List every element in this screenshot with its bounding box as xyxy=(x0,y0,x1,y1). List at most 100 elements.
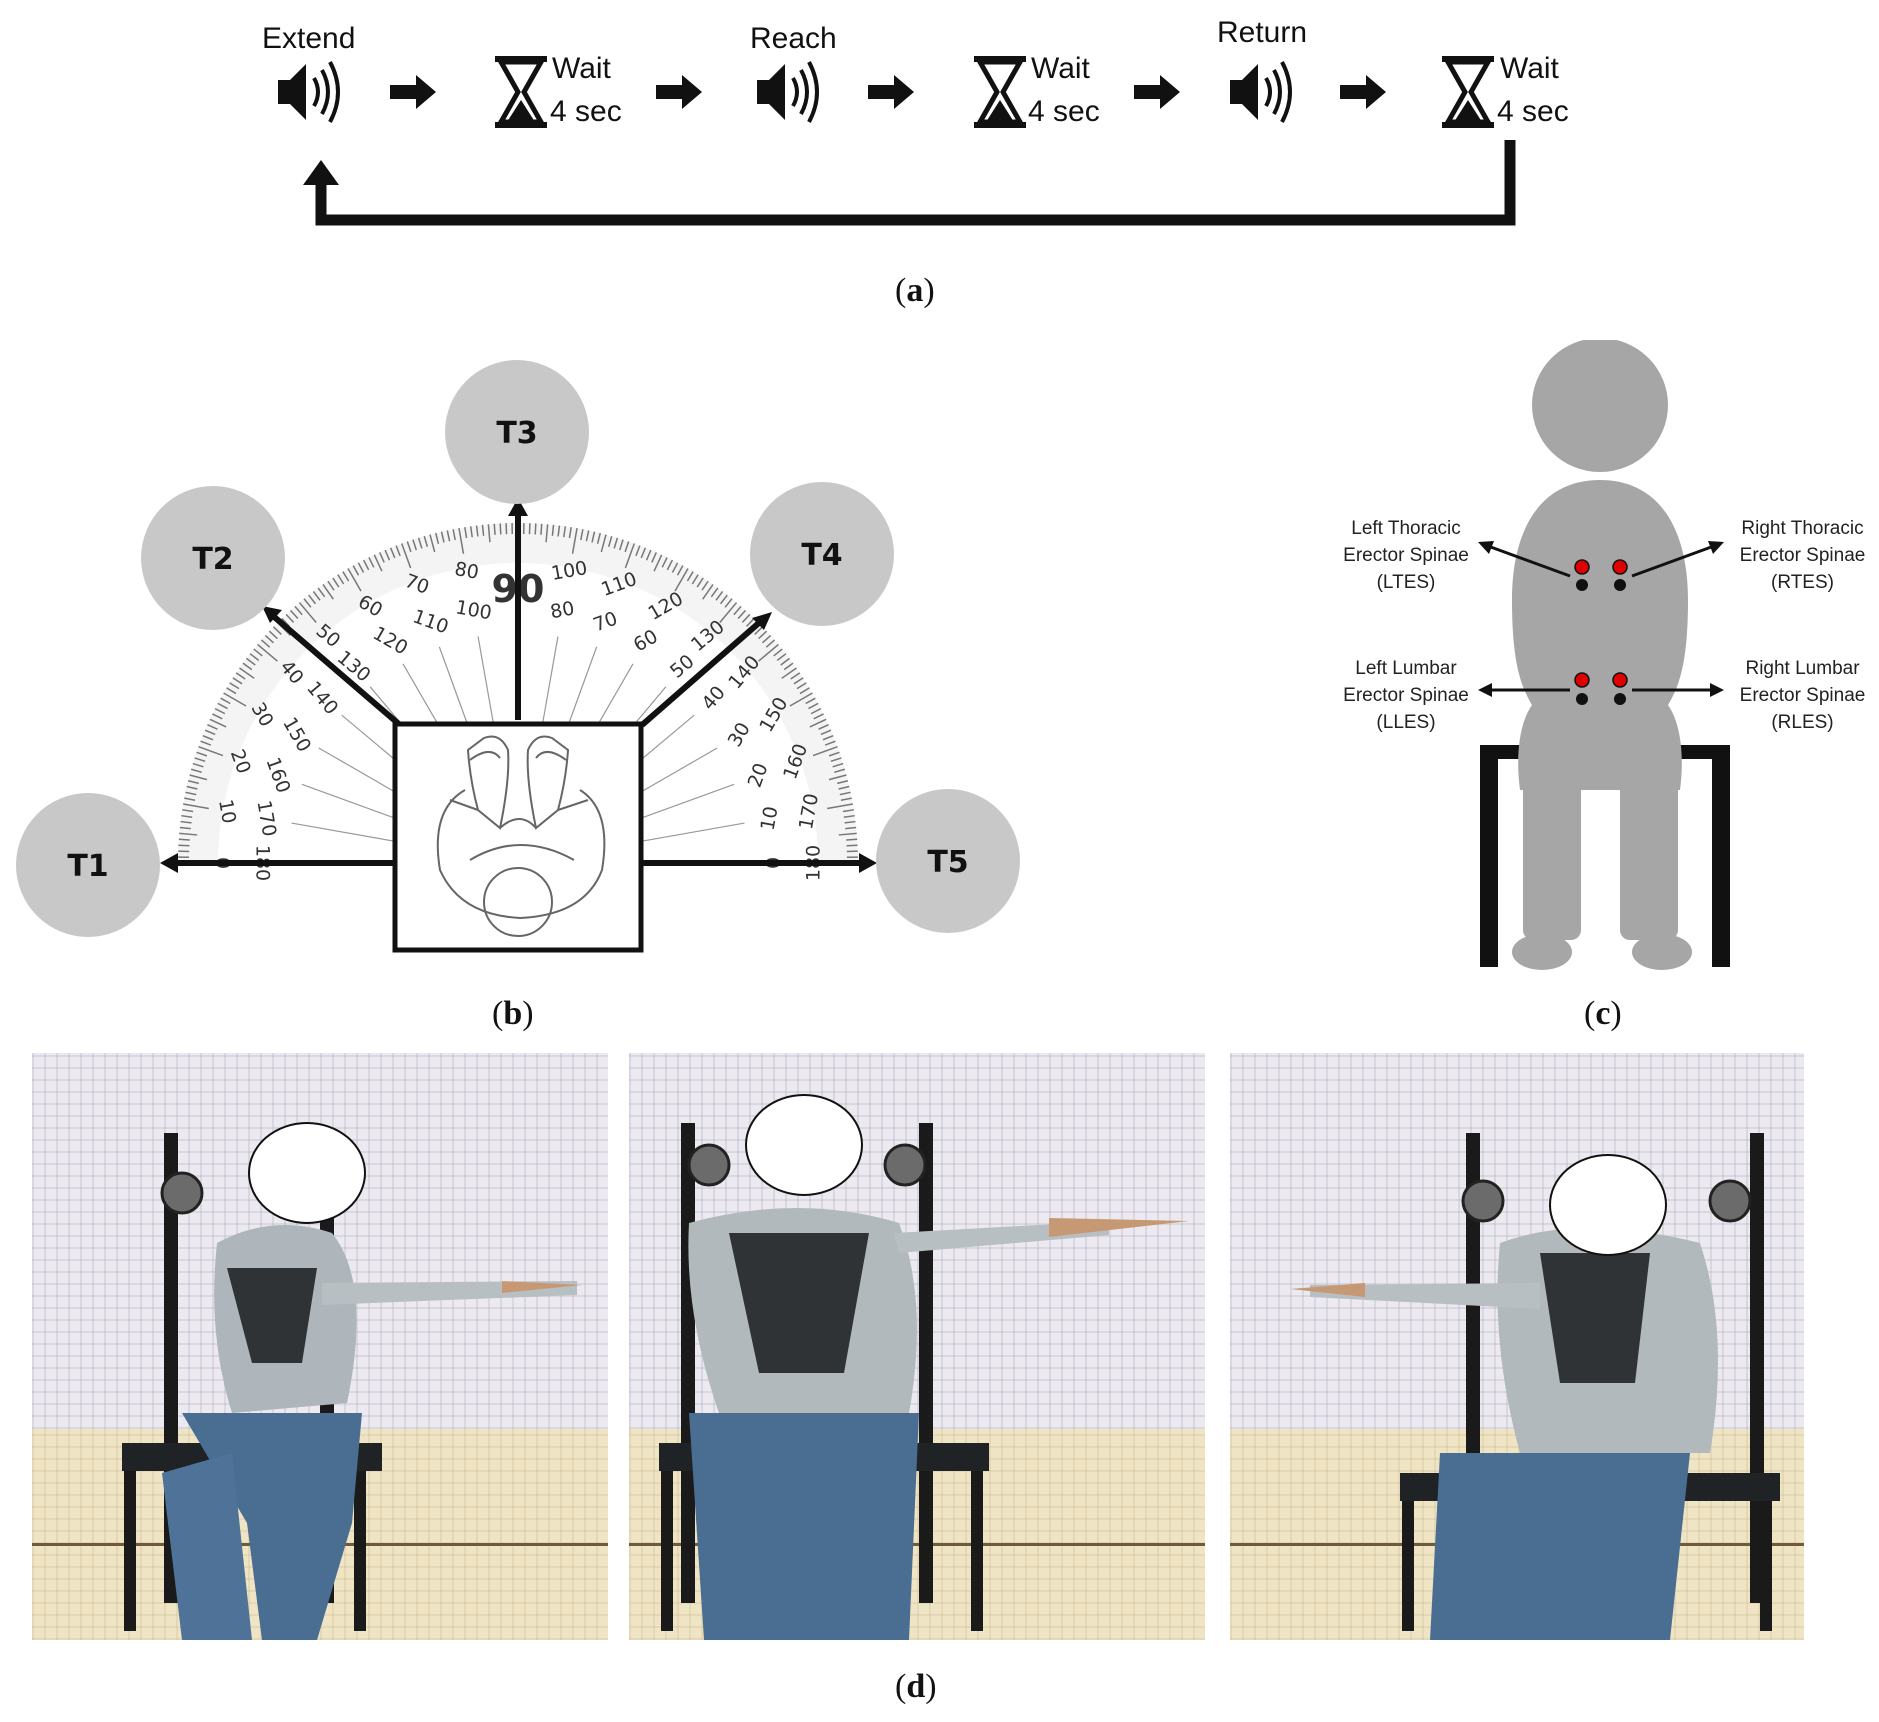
protractor-tick xyxy=(322,584,334,600)
wait-label-2: Wait xyxy=(1031,52,1090,85)
panel-b: 0180101702016030150401405013060120701108… xyxy=(0,340,1060,1032)
protractor-tick xyxy=(613,537,619,549)
protractor-tick xyxy=(754,626,764,635)
protractor-tick xyxy=(540,523,543,535)
protractor-ray xyxy=(301,783,406,823)
target-label-t3: T3 xyxy=(496,416,537,451)
protractor-tick xyxy=(229,682,240,690)
caption-c: (c) xyxy=(1584,995,1622,1032)
protractor-tick xyxy=(733,605,742,616)
protractor-tick xyxy=(493,523,496,535)
protractor-tick xyxy=(185,791,197,796)
target-t4: T4 xyxy=(750,482,894,626)
target-t1: T1 xyxy=(16,793,160,937)
protractor-tick xyxy=(337,574,345,585)
protractor-tick xyxy=(765,639,776,648)
protractor-tick xyxy=(214,707,226,715)
protractor-tick xyxy=(379,552,385,563)
protractor-scale-label: 40 xyxy=(698,682,730,715)
target-circle-icon xyxy=(876,789,1020,933)
protractor-tick xyxy=(810,707,822,715)
speaker-icon-reach xyxy=(755,60,819,124)
protractor-tick xyxy=(368,557,375,568)
protractor-tick xyxy=(724,598,733,608)
loop-arrowhead-icon xyxy=(303,160,339,185)
protractor-tick xyxy=(776,653,787,662)
protractor-tick xyxy=(666,559,674,571)
step-label-return: Return xyxy=(1217,16,1308,49)
protractor-tick xyxy=(182,809,194,813)
panel-c: Left Thoracic Erector Spinae (LTES) Righ… xyxy=(1320,340,1879,1040)
protractor-tick xyxy=(401,543,412,569)
protractor-tick xyxy=(790,672,801,680)
wait-label-3: Wait xyxy=(1500,52,1559,85)
protractor-tick xyxy=(223,692,247,707)
target-circle-icon xyxy=(16,793,160,937)
protractor-tick xyxy=(481,524,485,536)
target-circle-icon xyxy=(750,482,894,626)
protractor-tick xyxy=(838,832,857,836)
protractor-tick xyxy=(834,768,846,774)
protractor-tick xyxy=(298,602,317,623)
protractor-tick xyxy=(796,682,807,690)
protractor-tick xyxy=(373,554,383,572)
protractor-tick xyxy=(813,713,824,720)
protractor-scale-label: 30 xyxy=(724,719,755,751)
protractor-tick xyxy=(352,565,360,576)
protractor-tick xyxy=(824,740,836,746)
target-t3: T3 xyxy=(445,360,589,504)
arrow-right-icon xyxy=(868,75,914,109)
protractor-tick xyxy=(429,534,436,553)
protractor-tick xyxy=(246,657,256,666)
protractor-tick xyxy=(624,543,635,569)
protractor-tick xyxy=(181,814,193,818)
protractor-tick xyxy=(710,587,719,598)
protractor-tick xyxy=(179,832,198,836)
protractor-tick xyxy=(440,531,445,543)
protractor-tick xyxy=(253,648,263,657)
protractor-tick xyxy=(674,568,689,592)
protractor-tick xyxy=(746,617,755,627)
protractor-tick xyxy=(194,757,206,763)
protractor-scale-label: 110 xyxy=(410,605,452,638)
speaker-icon-extend xyxy=(276,60,340,124)
wait-time-1: 4 sec xyxy=(550,95,622,128)
protractor-tick xyxy=(719,594,728,605)
label-rles: Right Lumbar Erector Spinae (RLES) xyxy=(1739,658,1866,733)
protractor-tick xyxy=(384,549,391,561)
protractor-tick xyxy=(591,531,596,543)
protractor-tick xyxy=(423,535,429,547)
arrow-right-icon xyxy=(656,75,702,109)
protractor-tick xyxy=(200,740,212,746)
wait-time-3: 4 sec xyxy=(1497,95,1569,128)
protractor-tick xyxy=(600,534,607,553)
protractor-tick xyxy=(239,667,255,679)
protractor-tick xyxy=(618,539,624,551)
protractor-tick xyxy=(189,774,208,781)
protractor-tick xyxy=(793,677,804,685)
protractor-tick xyxy=(187,780,199,785)
caption-b: (b) xyxy=(492,995,534,1032)
protractor-tick xyxy=(545,524,549,543)
emg-electrode-diagram xyxy=(1478,340,1730,970)
caption-d: (d) xyxy=(895,1668,937,1705)
target-circle-icon xyxy=(141,486,285,630)
protractor-tick xyxy=(845,826,857,830)
protractor-tick xyxy=(458,528,465,554)
protractor-tick xyxy=(846,838,858,841)
protractor-tick xyxy=(635,545,641,557)
protractor-scale-label: 170 xyxy=(252,799,280,839)
protractor-tick xyxy=(780,657,790,666)
protractor-tick xyxy=(217,702,228,710)
protractor-tick xyxy=(585,530,590,542)
protractor-tick xyxy=(653,554,663,572)
protractor-tick xyxy=(469,526,473,538)
protractor-tick xyxy=(362,559,370,571)
protractor-tick xyxy=(645,549,652,561)
protractor-tick xyxy=(571,528,578,554)
protractor-tick xyxy=(209,718,227,728)
protractor-tick xyxy=(758,630,768,640)
label-rtes: Right Thoracic Erector Spinae (RTES) xyxy=(1739,518,1866,593)
protractor-tick xyxy=(696,577,704,588)
protractor-tick xyxy=(691,574,699,585)
